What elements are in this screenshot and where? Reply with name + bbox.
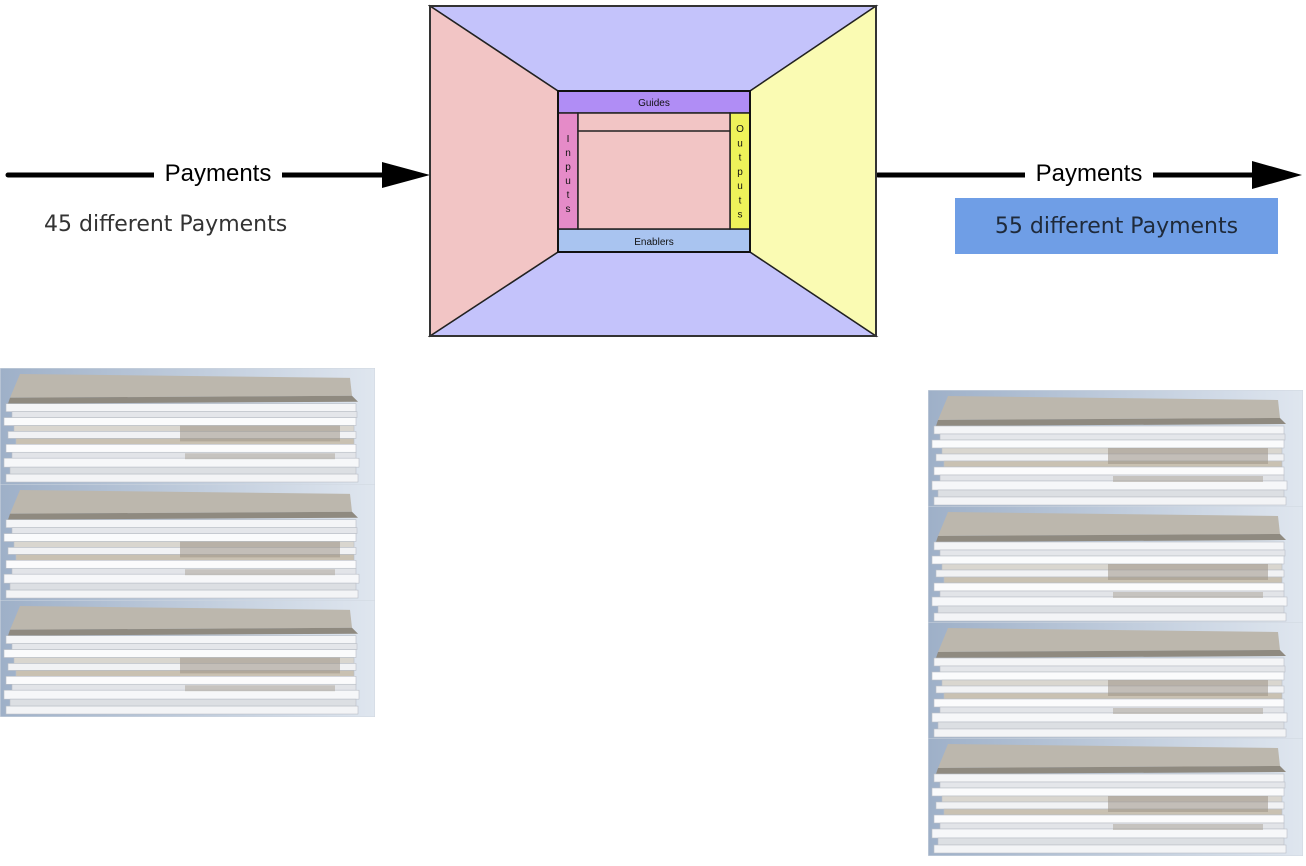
payments-out-arrow: Payments	[875, 160, 1302, 190]
paper-stack-image	[0, 484, 375, 601]
outputs-vertical-char: O	[736, 124, 744, 135]
paper-stack-image	[0, 600, 375, 717]
outputs-vertical-char: s	[738, 210, 743, 221]
paper-stack-image	[0, 368, 375, 485]
inputs-vertical-char: t	[567, 190, 570, 201]
outgoing-count-text: 55 different Payments	[994, 213, 1239, 239]
payments-out-label: Payments	[1036, 160, 1143, 187]
inputs-vertical-char: s	[566, 204, 571, 215]
guides-label: Guides	[638, 98, 670, 109]
inputs-vertical-char: p	[565, 162, 571, 173]
inputs-vertical-char: n	[565, 148, 571, 159]
process-center	[577, 112, 731, 230]
payments-in-label: Payments	[165, 160, 272, 187]
outgoing-count-box: 55 different Payments	[955, 198, 1278, 254]
paper-stack-image	[928, 622, 1303, 740]
outputs-vertical-char: u	[737, 181, 743, 192]
incoming-count-text: 45 different Payments	[44, 212, 288, 237]
inputs-vertical-char: I	[567, 134, 570, 145]
paper-stack-image	[928, 738, 1303, 856]
outputs-vertical-char: t	[739, 195, 742, 206]
outputs-vertical-char: t	[739, 153, 742, 164]
enablers-label: Enablers	[634, 237, 673, 248]
payments-in-arrow: Payments	[5, 160, 430, 190]
paper-stack-image	[928, 506, 1303, 624]
inputs-vertical-char: u	[565, 176, 571, 187]
outputs-vertical-char: u	[737, 138, 743, 149]
outputs-vertical-char: p	[737, 167, 743, 178]
paper-stack-image	[928, 390, 1303, 508]
